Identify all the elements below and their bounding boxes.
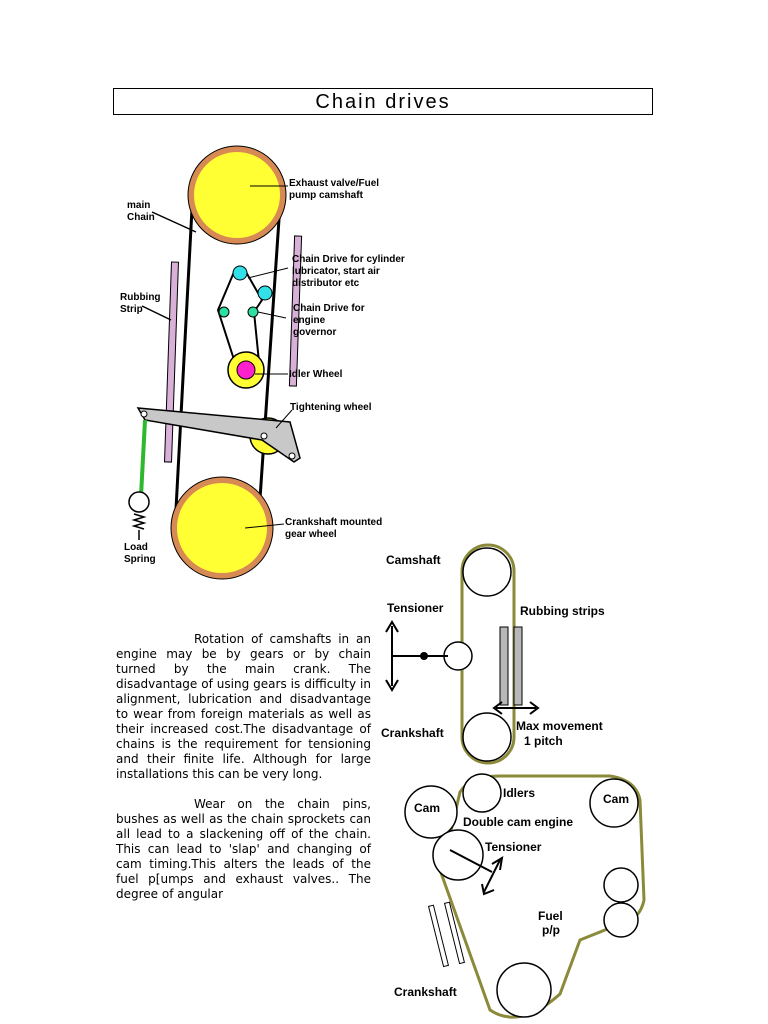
cam-left — [404, 785, 458, 839]
rubbing-strip-right — [288, 235, 303, 387]
rubbing-strip-b — [513, 626, 523, 706]
label-main-chain: main — [127, 200, 150, 211]
label-cam-right: Cam — [603, 792, 629, 806]
fuel-pump-sprocket — [603, 902, 639, 938]
label-rubbing-strips: Rubbing strips — [520, 604, 605, 618]
label-load-spring: Load — [124, 542, 148, 553]
label-tightening: Tightening wheel — [290, 402, 372, 413]
label-tensioner: Tensioner — [387, 601, 444, 615]
label-crankshaft-double: Crankshaft — [394, 985, 457, 999]
svg-text:lubricator, start air: lubricator, start air — [292, 266, 380, 277]
label-rubbing-strip: Rubbing — [120, 292, 161, 303]
governor-sprocket-left — [218, 306, 230, 318]
rubbing-strip-d — [443, 901, 466, 965]
svg-text:governor: governor — [293, 327, 336, 338]
svg-text:gear wheel: gear wheel — [285, 529, 337, 540]
page-title: Chain drives — [113, 88, 653, 115]
paragraph-rotation: Rotation of camshafts in an engine may b… — [116, 632, 371, 781]
svg-text:Chain: Chain — [127, 212, 155, 223]
crankshaft-sprocket — [496, 962, 552, 1018]
svg-text:pump camshaft: pump camshaft — [289, 190, 364, 201]
label-crankshaft: Crankshaft — [381, 726, 444, 740]
label-lubricator: Chain Drive for cylinder — [292, 254, 405, 265]
idler-2 — [603, 867, 639, 903]
main-chain — [173, 189, 283, 529]
label-exhaust: Exhaust valve/Fuel — [289, 178, 379, 189]
label-max-movement: Max movement — [516, 719, 603, 733]
idler-1 — [462, 773, 502, 813]
svg-text:Spring: Spring — [124, 554, 156, 565]
svg-text:Strip: Strip — [120, 304, 143, 315]
label-camshaft: Camshaft — [386, 553, 441, 567]
label-crankshaft-gear: Crankshaft mounted — [285, 517, 382, 528]
label-idler: Idler Wheel — [289, 369, 343, 380]
cam-right — [589, 778, 639, 828]
body-text: Rotation of camshafts in an engine may b… — [116, 632, 371, 917]
label-double-cam: Double cam engine — [463, 815, 573, 829]
lubricator-sprocket — [232, 265, 248, 281]
svg-text:p/p: p/p — [542, 923, 560, 937]
svg-text:engine: engine — [293, 315, 326, 326]
load-spring-rod — [139, 419, 147, 497]
label-idlers: Idlers — [503, 786, 535, 800]
label-cam-left: Cam — [414, 801, 440, 815]
crankshaft-sprocket-simple — [462, 712, 512, 762]
label-governor: Chain Drive for — [293, 303, 365, 314]
svg-text:distributor etc: distributor etc — [292, 278, 360, 289]
camshaft-gear — [188, 146, 286, 244]
label-tensioner-double: Tensioner — [485, 840, 542, 854]
label-fuel-pump: Fuel — [538, 909, 563, 923]
rubbing-strip-a — [499, 626, 509, 706]
distributor-sprocket — [257, 285, 273, 301]
crankshaft-gear — [171, 477, 273, 579]
paragraph-wear: Wear on the chain pins, bushes as well a… — [116, 797, 371, 901]
svg-text:1 pitch: 1 pitch — [524, 734, 563, 748]
rubbing-strip-c — [427, 904, 450, 968]
camshaft-sprocket-simple — [462, 547, 512, 597]
